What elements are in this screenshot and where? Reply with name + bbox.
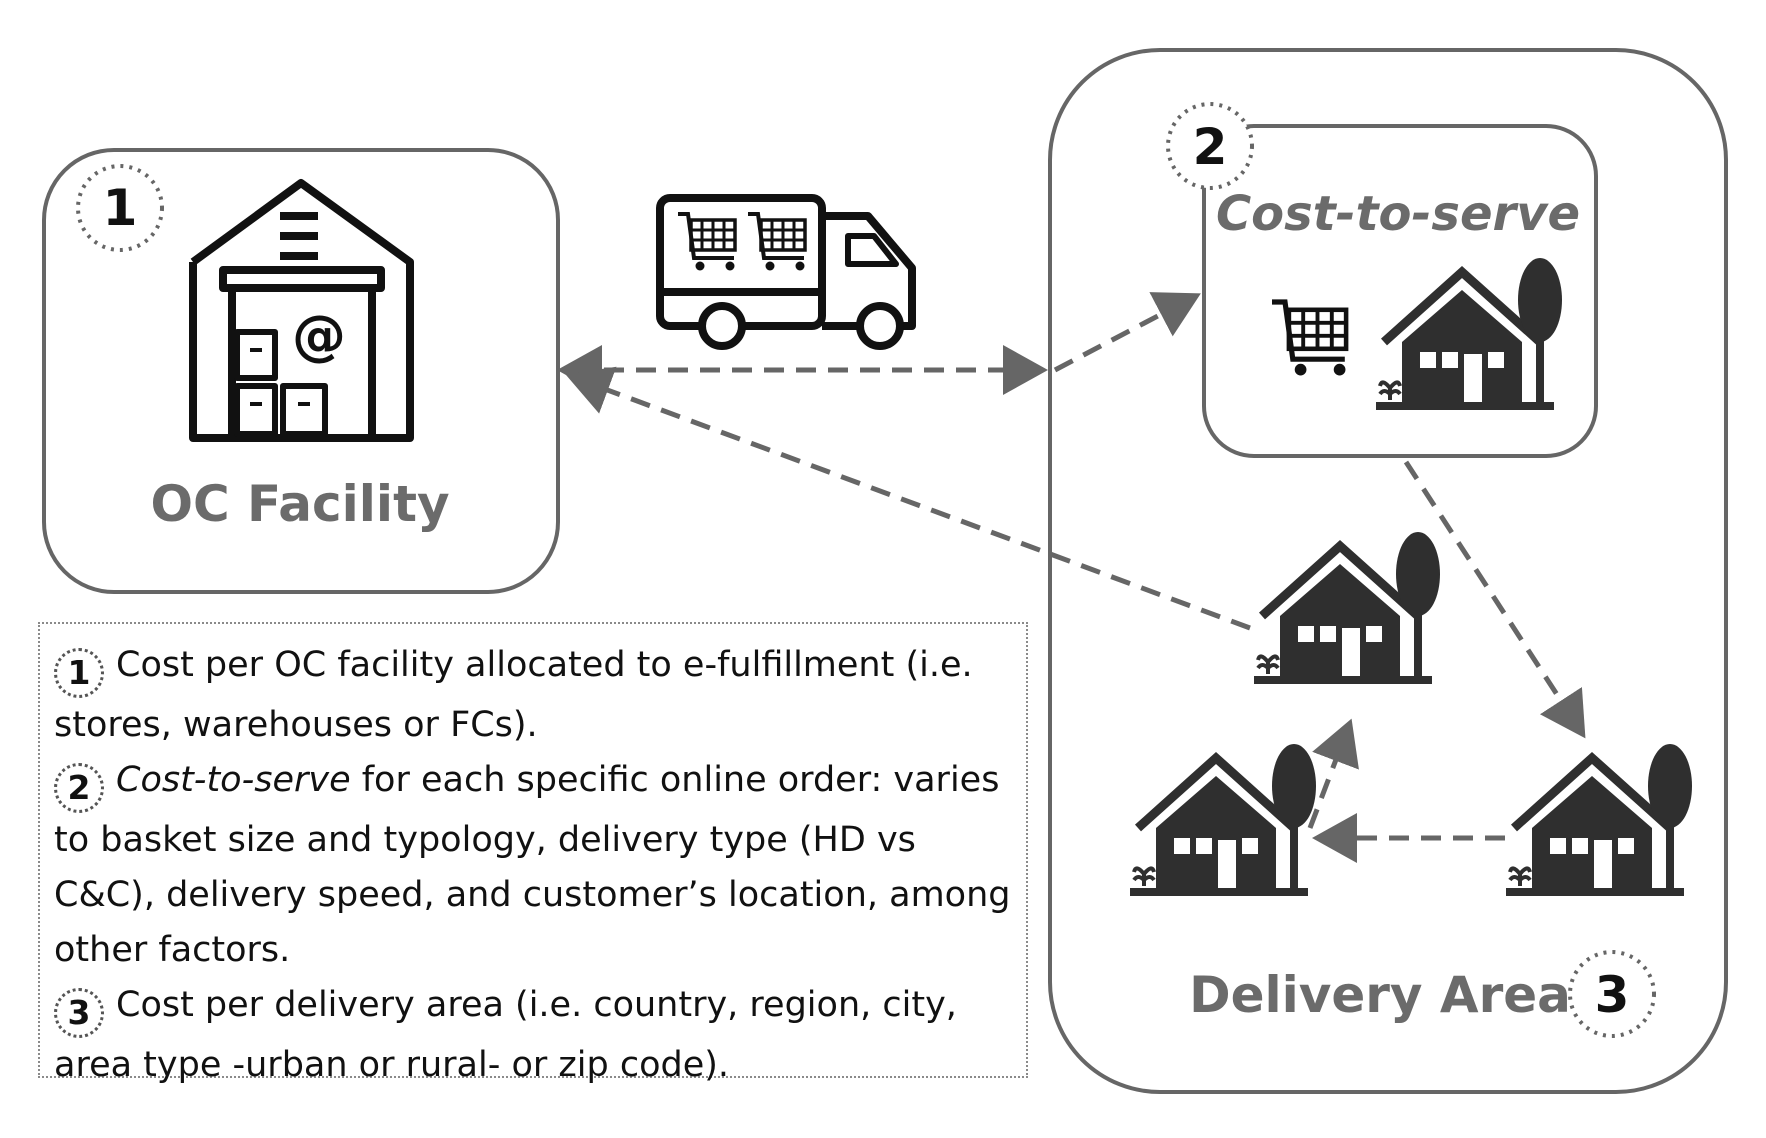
at-sign-icon: @ <box>292 304 346 367</box>
delivery-area-label: Delivery Area <box>1189 966 1571 1024</box>
arrow-house-left-to-middle <box>1307 718 1359 829</box>
cost-to-serve-number: 2 <box>1193 118 1228 176</box>
house-icon-bottom-right <box>1506 744 1692 896</box>
facility-label: OC Facility <box>150 475 449 533</box>
house-icon-middle <box>1254 532 1440 684</box>
arrow-house-middle-to-facility <box>565 366 1251 631</box>
legend-number-3: 3 <box>54 988 104 1038</box>
delivery-area-box: Delivery Area 3 <box>1048 48 1728 1094</box>
arrow-cost-to-house-right <box>1403 460 1586 739</box>
arrow-to-cost-to-serve <box>1053 292 1201 373</box>
legend-number-2: 2 <box>54 763 104 813</box>
cost-to-serve-box: 2 Cost-to-serve <box>1166 102 1598 458</box>
legend-text-1: Cost per OC facility allocated to e-fulf… <box>54 645 973 745</box>
legend-text-2: for each specific online order: varies t… <box>54 760 1011 970</box>
truck-cart-icon-1 <box>676 212 737 273</box>
house-icon-bottom-left <box>1130 744 1316 896</box>
legend-term-2: Cost-to-serve <box>116 760 351 800</box>
facility-number: 1 <box>103 179 138 237</box>
delivery-area-number: 3 <box>1595 966 1630 1024</box>
oc-facility-box: 1 @ OC Facility <box>42 148 560 594</box>
truck-cart-icon-2 <box>746 212 807 273</box>
delivery-area-number-badge: 3 <box>1568 950 1656 1038</box>
warehouse-icon <box>189 179 414 442</box>
cost-to-serve-label: Cost-to-serve <box>1216 186 1580 242</box>
facility-number-badge: 1 <box>76 164 164 252</box>
legend-text-3: Cost per delivery area (i.e. country, re… <box>54 985 957 1085</box>
legend-item-2: 2 Cost-to-serve for each specific online … <box>54 753 1014 978</box>
legend-number-1: 1 <box>54 648 104 698</box>
flow-arrows <box>557 292 1586 863</box>
cost-to-serve-number-badge: 2 <box>1166 102 1254 190</box>
